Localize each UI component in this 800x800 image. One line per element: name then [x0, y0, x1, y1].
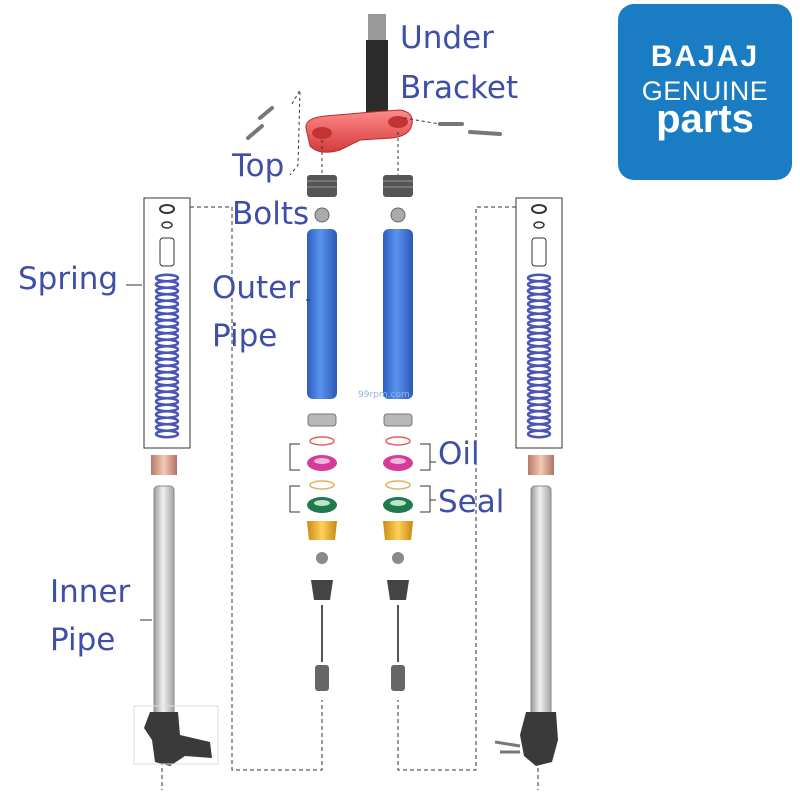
top-bolt-left [307, 175, 337, 223]
spring-box-right [515, 197, 563, 449]
slide-bush-left [151, 455, 177, 475]
seal-stack-left [307, 413, 337, 691]
label-top-bolts-1: Top [232, 148, 285, 184]
seal-stack-right [383, 413, 413, 691]
spring-box-left [143, 197, 191, 449]
bracket-bolts [246, 106, 502, 140]
outer-pipe-left [307, 229, 337, 399]
label-spring: Spring [18, 261, 119, 297]
axle-holder-left [133, 705, 219, 766]
spring-coil [526, 429, 552, 439]
label-under-bracket-2: Bracket [400, 70, 519, 106]
label-outer-pipe-2: Pipe [212, 318, 278, 354]
slide-bush-right [528, 455, 554, 475]
top-bolt-right [383, 175, 413, 223]
logo-genuine: GENUINE [641, 76, 769, 106]
label-outer-pipe-1: Outer [212, 270, 301, 306]
outer-pipe-right [383, 229, 413, 399]
label-leaders [126, 284, 310, 621]
logo-brand: BAJAJ [650, 40, 760, 73]
oil-seal-leaders [289, 443, 436, 513]
steering-stem [366, 14, 388, 118]
label-oil-seal-2: Seal [438, 484, 505, 520]
label-inner-pipe-2: Pipe [50, 622, 116, 658]
inner-pipe-left [153, 485, 175, 719]
axle-holder-right [494, 712, 558, 766]
label-oil-seal-1: Oil [438, 436, 480, 472]
under-bracket [305, 109, 413, 153]
label-under-bracket-1: Under [400, 20, 494, 56]
watermark: 99rpm.com [358, 390, 410, 400]
top-leaders [289, 89, 441, 176]
label-inner-pipe-1: Inner [50, 574, 131, 610]
logo-parts: parts [656, 97, 754, 141]
label-top-bolts-2: Bolts [232, 196, 310, 232]
inner-pipe-right [530, 485, 552, 719]
spring-coil [154, 429, 180, 439]
bajaj-genuine-parts-logo: BAJAJ GENUINE parts [618, 4, 792, 180]
